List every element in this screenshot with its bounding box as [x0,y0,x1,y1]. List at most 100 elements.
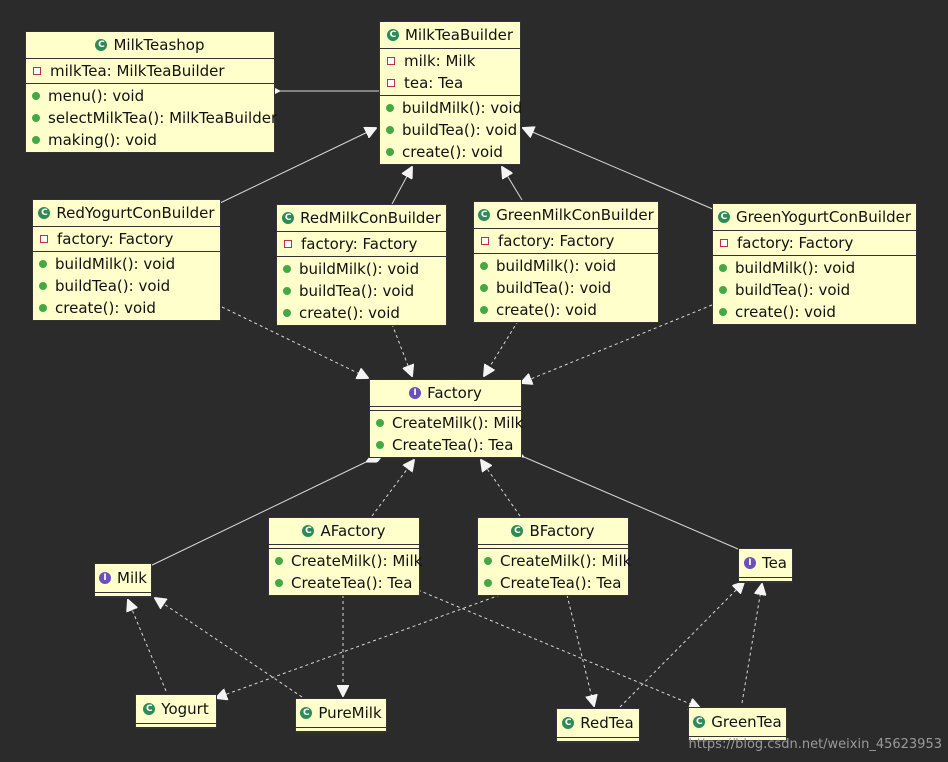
class-greenmilkconbuilder: C GreenMilkConBuilder factory: Factory bu… [473,201,659,323]
edge-greenyogurt-milkteabuilder [523,128,716,211]
attribute-row: milk: Milk [380,50,520,72]
edge-greentea-tea [741,584,762,704]
operation-row: buildMilk(): void [277,258,446,280]
class-name: RedYogurtConBuilder [56,204,215,222]
class-icon: C [511,525,524,537]
class-name: AFactory [320,522,386,540]
class-icon: C [282,212,295,224]
operations: buildMilk(): void buildTea(): void creat… [713,256,916,324]
edge-redyogurt-milkteabuilder [217,128,376,205]
edge-redmilk-factory [391,323,412,376]
operation-row: making(): void [26,129,274,151]
class-name: Milk [117,568,147,587]
public-method-icon [484,557,492,565]
operation-row: buildMilk(): void [474,255,658,277]
private-field-icon [481,237,489,245]
operation-row: create(): void [713,301,916,323]
class-name: RedTea [580,713,634,732]
operation-row: create(): void [277,302,446,324]
operation-row: CreateTea(): Tea [478,572,628,594]
attributes: factory: Factory [33,227,220,252]
public-method-icon [39,282,47,290]
private-field-icon [387,57,395,65]
private-field-icon [40,235,48,243]
class-icon: C [38,207,51,219]
public-method-icon [32,136,40,144]
public-method-icon [386,104,394,112]
empty-compartments [557,737,639,742]
operations: buildMilk(): void buildTea(): void creat… [277,257,446,325]
private-field-icon [284,240,292,248]
public-method-icon [719,286,727,294]
operations: buildMilk(): void buildTea(): void creat… [380,96,522,164]
operations: CreateMilk(): Milk CreateTea(): Tea [269,549,422,595]
empty-compartments [95,592,151,597]
public-method-icon [39,260,47,268]
attributes [269,545,419,549]
operations: buildMilk(): void buildTea(): void creat… [474,254,658,322]
edge-afactory-greentea [417,589,700,708]
public-method-icon [480,306,488,314]
private-field-icon [720,239,728,247]
attributes: milk: Milk tea: Tea [380,49,520,96]
class-name: GreenTea [711,712,782,731]
edge-bfactory-factory [481,460,521,517]
class-icon: C [478,209,491,221]
operation-row: CreateMilk(): Milk [370,412,523,434]
operation-row: buildMilk(): void [380,97,522,119]
operation-row: buildTea(): void [277,280,446,302]
attribute-row: factory: Factory [277,233,446,255]
interface-icon: I [409,387,422,399]
public-method-icon [283,309,291,317]
attribute-row: factory: Factory [474,230,658,252]
empty-compartments [689,736,786,741]
class-icon: C [386,29,399,41]
operations: CreateMilk(): Milk CreateTea(): Tea [478,549,631,595]
empty-compartments [136,723,216,728]
operation-row: create(): void [474,299,658,321]
operation-row: CreateTea(): Tea [370,434,521,456]
operations: CreateMilk(): Milk CreateTea(): Tea [370,411,523,457]
public-method-icon [39,304,47,312]
edge-yogurt-milk [128,600,167,692]
public-method-icon [719,308,727,316]
interface-icon: I [743,556,756,569]
operation-row: selectMilkTea(): MilkTeaBuilder [26,107,277,129]
watermark-text: https://blog.csdn.net/weixin_45623953 [688,737,942,752]
empty-compartments [739,577,792,582]
operation-row: buildMilk(): void [713,257,916,279]
operations: buildMilk(): void buildTea(): void creat… [33,252,220,320]
attributes: milkTea: MilkTeaBuilder [26,59,274,84]
edge-puremilk-milk [155,598,303,698]
edge-greenmilk-milkteabuilder [502,167,523,201]
class-name: BFactory [529,522,595,540]
class-bfactory: C BFactory CreateMilk(): Milk CreateTea()… [477,517,631,596]
class-name: GreenMilkConBuilder [496,206,654,224]
attributes [478,545,628,549]
public-method-icon [484,579,492,587]
public-method-icon [480,262,488,270]
attribute-row: tea: Tea [380,72,520,94]
attribute-row: factory: Factory [33,228,220,250]
public-method-icon [283,287,291,295]
edge-factory-milk [147,462,366,568]
public-method-icon [480,284,488,292]
operation-row: buildTea(): void [474,277,658,299]
public-method-icon [275,557,283,565]
operation-row: menu(): void [26,85,274,107]
class-name: PureMilk [318,703,382,722]
edge-factory-tea [524,457,746,553]
attribute-row: milkTea: MilkTeaBuilder [26,60,274,82]
edge-bfactory-redtea [566,594,594,706]
public-method-icon [386,126,394,134]
